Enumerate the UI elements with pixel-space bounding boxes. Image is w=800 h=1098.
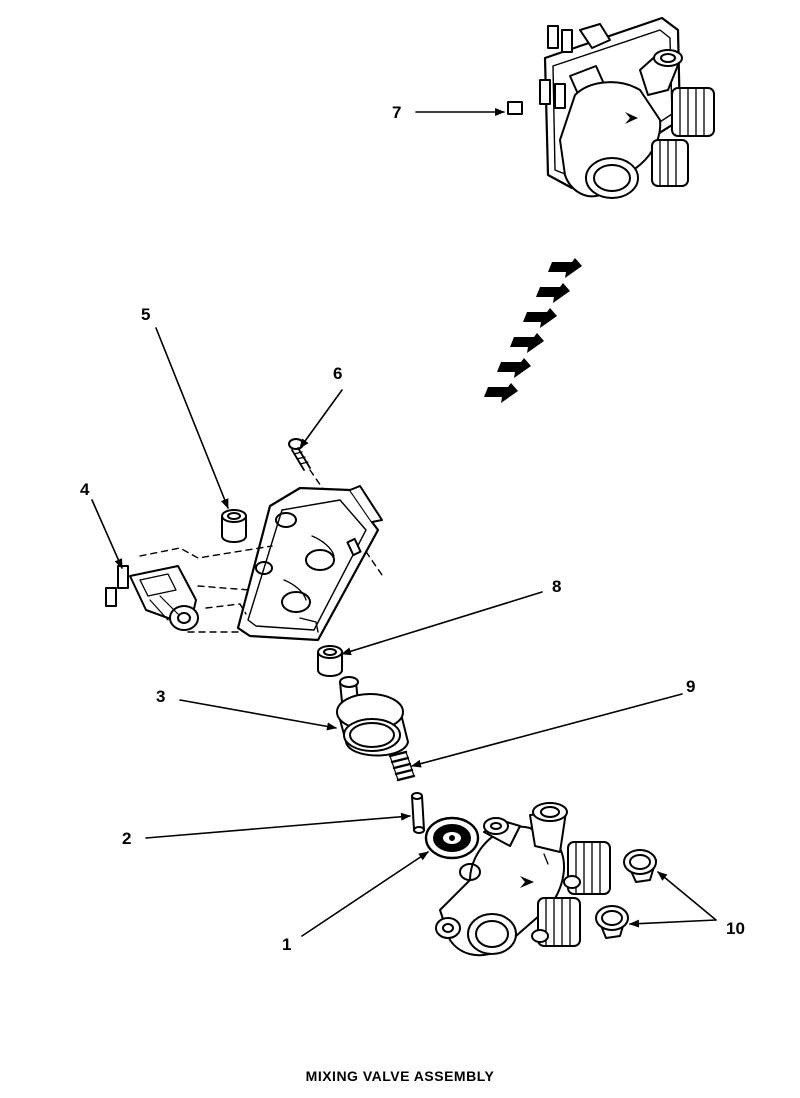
valve-body: [435, 802, 611, 957]
callout-6: 6: [333, 364, 343, 383]
plunger-pin-2: [411, 792, 425, 834]
callout-10: 10: [726, 919, 745, 938]
callout-2: 2: [122, 829, 132, 848]
callout-4: 4: [80, 480, 90, 499]
callout-3: 3: [156, 687, 166, 706]
spring-9: [388, 750, 416, 782]
callout-7: 7: [392, 103, 402, 122]
callout-8: 8: [552, 577, 562, 596]
diaphragm-1: [424, 816, 480, 860]
leader-lines: [91, 108, 717, 937]
sleeve-5: [221, 509, 247, 543]
callout-9: 9: [686, 677, 696, 696]
direction-arrows: [484, 258, 582, 403]
diagram-title: MIXING VALVE ASSEMBLY: [305, 1068, 495, 1084]
diaphragm-cap-3: [336, 676, 409, 757]
callout-5: 5: [141, 305, 151, 324]
callout-1: 1: [282, 935, 292, 954]
plunger-sleeve-8: [317, 645, 343, 677]
complete-valve-assembly-7: [507, 16, 715, 199]
solenoid-coil-4: [105, 545, 273, 633]
mounting-bracket: [236, 485, 383, 642]
flow-washers-10: [595, 849, 657, 939]
